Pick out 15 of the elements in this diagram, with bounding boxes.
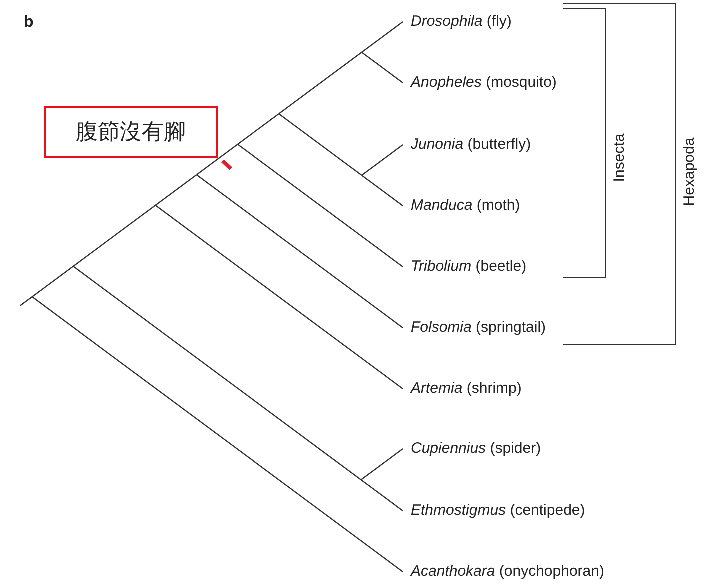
taxon-name: Junonia (butterfly) (411, 136, 532, 154)
taxon-name: Artemia (shrimp) (411, 380, 522, 398)
taxon-name: Drosophila (fly) (411, 13, 512, 31)
clade-name: Hexapoda (681, 138, 699, 206)
panel-letter: b (24, 14, 34, 32)
taxon-name: Ethmostigmus (centipede) (411, 502, 586, 520)
taxon-name: Anopheles (mosquito) (411, 74, 557, 92)
taxon-name: Acanthokara (onychophoran) (411, 563, 604, 581)
clade-name: Insecta (611, 134, 629, 182)
callout-box (44, 106, 218, 158)
taxon-name: Manduca (moth) (411, 197, 520, 215)
callout-text: 腹節沒有腳 (76, 119, 186, 147)
taxon-name: Tribolium (beetle) (411, 258, 527, 276)
taxon-name: Cupiennius (spider) (411, 440, 542, 458)
taxon-name: Folsomia (springtail) (411, 319, 546, 337)
